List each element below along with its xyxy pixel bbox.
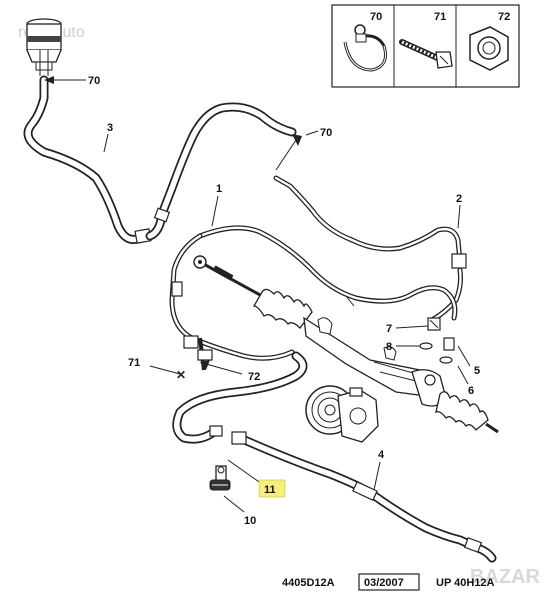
pressure-pipe-1 (169, 225, 458, 361)
legend-item-72: 72 (469, 11, 510, 71)
svg-text:71: 71 (434, 11, 446, 23)
steering-pump (305, 385, 379, 443)
banjo-bolt-10 (209, 465, 231, 491)
screw-icon (399, 39, 453, 69)
callout-71: 71 (128, 357, 140, 369)
callout-70-top: 70 (88, 75, 100, 87)
callout-10: 10 (244, 515, 256, 527)
steering-rack (193, 255, 499, 434)
callout-8: 8 (386, 341, 392, 353)
legend-item-70: 70 (343, 11, 387, 72)
footer: 4405D12A 03/2007 UP 40H12A (282, 573, 495, 591)
footer-code: UP 40H12A (436, 577, 495, 589)
nut-icon (469, 26, 509, 71)
callout-70-right: 70 (320, 127, 332, 139)
callout-1: 1 (216, 183, 222, 195)
leader-lines: ✕ (44, 76, 471, 513)
fluid-reservoir (26, 18, 62, 76)
hose-clamp-icon (343, 24, 387, 72)
fittings (419, 317, 455, 364)
cooling-pipe-2 (273, 175, 467, 323)
callout-4: 4 (378, 449, 385, 461)
footer-date: 03/2007 (364, 577, 404, 589)
svg-text:✕: ✕ (176, 368, 186, 382)
svg-text:72: 72 (498, 11, 510, 23)
legend-item-71: 71 (399, 11, 453, 69)
callout-3: 3 (107, 122, 113, 134)
callout-72: 72 (248, 371, 260, 383)
svg-text:70: 70 (370, 11, 382, 23)
callout-11-highlight (258, 479, 286, 498)
callout-5: 5 (474, 365, 480, 377)
legend-box: 70 71 72 (331, 4, 520, 88)
callout-labels: 70 3 70 1 2 7 8 5 6 71 72 4 11 10 (88, 75, 480, 527)
callout-7: 7 (386, 323, 392, 335)
suction-hose (172, 337, 308, 444)
callout-2: 2 (456, 193, 462, 205)
watermark-bottom: BAZAR (470, 566, 541, 588)
footer-ref: 4405D12A (282, 577, 335, 589)
callout-11: 11 (264, 484, 276, 496)
high-pressure-hose-4 (231, 431, 497, 563)
return-hose-3 (23, 75, 152, 244)
callout-6: 6 (468, 385, 474, 397)
upper-return-pipe (145, 102, 297, 241)
